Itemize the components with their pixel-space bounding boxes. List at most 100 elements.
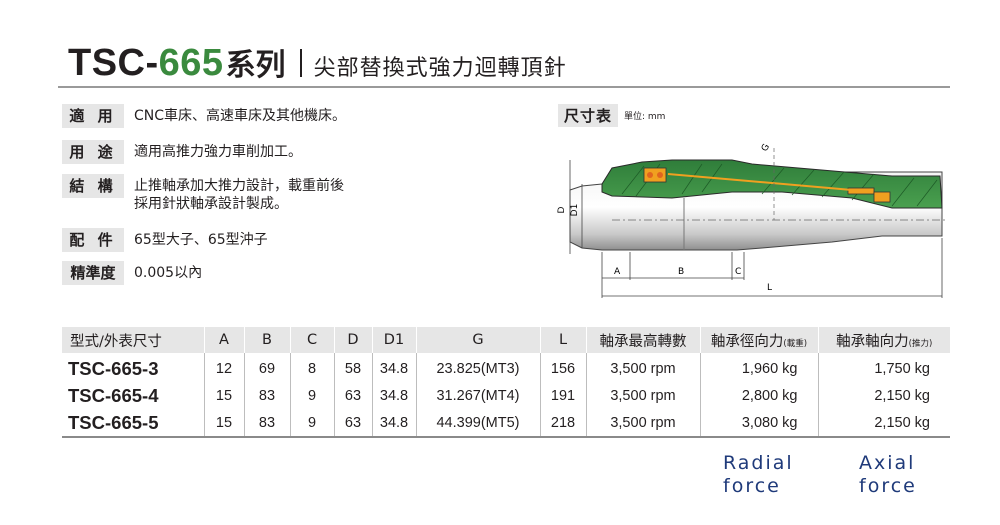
model-prefix: TSC- (68, 42, 159, 84)
cell-radial: 3,080 kg (699, 409, 818, 438)
header-speed: 軸承最高轉數 (585, 327, 700, 353)
table-row: TSC-665-3 12 69 8 58 34.8 23.825(MT3) 15… (62, 353, 950, 382)
cell-c: 9 (289, 409, 334, 438)
cell-g: 31.267(MT4) (415, 382, 540, 409)
cell-radial: 2,800 kg (699, 382, 818, 409)
spec-line: 65型大子、65型沖子 (134, 232, 268, 248)
bearing-shaft (667, 173, 853, 191)
dimension-label: 尺寸表 (558, 103, 619, 127)
g-callout: G (760, 142, 772, 153)
table-row: TSC-665-5 15 83 9 63 34.8 44.399(MT5) 21… (62, 409, 950, 438)
cell-model: TSC-665-4 (68, 384, 159, 406)
cell-a: 12 (203, 353, 244, 382)
cell-axial: 2,150 kg (817, 409, 950, 438)
spec-label: 配 件 (62, 228, 124, 252)
header-axial-note: (推力) (908, 338, 933, 349)
spec-value: 適用高推力強力車削加工。 (134, 140, 302, 161)
note-line: force (723, 475, 781, 497)
header-radial-note: (載重) (783, 338, 808, 349)
spec-label: 結 構 (62, 174, 124, 198)
cell-radial: 1,960 kg (699, 353, 818, 382)
spec-value: CNC車床、高速車床及其他機床。 (134, 104, 346, 125)
cell-l: 156 (539, 353, 586, 382)
section-hatching (621, 163, 938, 207)
note-line: force (859, 475, 917, 497)
header-axial: 軸承軸向力(推力) (817, 327, 950, 353)
cell-d1: 34.8 (371, 353, 416, 382)
header-d: D (333, 327, 372, 353)
cell-b: 69 (243, 353, 290, 382)
radial-force-note: Radial force (723, 452, 794, 498)
d1-callout: D1 (570, 204, 580, 217)
spec-label: 適 用 (62, 104, 124, 128)
thrust-bearing (873, 191, 891, 203)
header-radial-label: 軸承徑向力 (710, 333, 784, 350)
spec-row-accessories: 配 件 65型大子、65型沖子 (62, 228, 268, 252)
cell-speed: 3,500 rpm (585, 353, 700, 382)
header-g: G (415, 327, 540, 353)
header-radial: 軸承徑向力(載重) (699, 327, 818, 353)
spec-line: 止推軸承加大推力設計，載重前後 (134, 178, 344, 194)
header-a: A (203, 327, 244, 353)
rear-bearing (847, 187, 875, 195)
spec-label: 精準度 (62, 261, 124, 285)
header-d1: D1 (371, 327, 416, 353)
cell-speed: 3,500 rpm (585, 382, 700, 409)
spec-row-application: 適 用 CNC車床、高速車床及其他機床。 (62, 104, 346, 128)
cell-d: 63 (333, 382, 372, 409)
spec-line: 適用高推力強力車削加工。 (134, 144, 302, 160)
d-callout: D (557, 206, 567, 213)
header-b: B (243, 327, 290, 353)
cell-axial: 2,150 kg (817, 382, 950, 409)
cell-b: 83 (243, 382, 290, 409)
dimension-unit: 單位: mm (624, 111, 666, 122)
cell-a: 15 (203, 409, 244, 438)
cell-g: 44.399(MT5) (415, 409, 540, 438)
cell-d1: 34.8 (371, 382, 416, 409)
cell-axial: 1,750 kg (817, 353, 950, 382)
subtitle: 尖部替換式強力迴轉頂針 (313, 56, 567, 81)
a-callout: A (614, 267, 621, 277)
axial-force-note: Axial force (859, 452, 917, 498)
front-bearing (643, 167, 667, 183)
table-row: TSC-665-4 15 83 9 63 34.8 31.267(MT4) 19… (62, 382, 950, 409)
note-line: Radial (723, 452, 794, 474)
live-center-drawing: D D1 G A B C L (557, 142, 947, 298)
cell-speed: 3,500 rpm (585, 409, 700, 438)
cell-d1: 34.8 (371, 409, 416, 438)
header-l: L (539, 327, 586, 353)
spec-line: CNC車床、高速車床及其他機床。 (134, 108, 347, 124)
c-callout: C (735, 267, 741, 277)
dimension-header: 尺寸表 單位: mm (558, 103, 666, 127)
header-c: C (289, 327, 334, 353)
series-label: 系列 (225, 48, 286, 83)
spec-row-accuracy: 精準度 0.005以內 (62, 261, 202, 285)
spec-value: 65型大子、65型沖子 (134, 228, 268, 249)
bottom-dimension-lines (601, 238, 943, 298)
bearing-ball (647, 172, 653, 178)
cell-g: 23.825(MT3) (415, 353, 540, 382)
table-header-row: 型式/外表尺寸 A B C D D1 G L 軸承最高轉數 軸承徑向力(載重) … (62, 327, 950, 353)
model-number: 665 (158, 42, 224, 84)
cell-d: 63 (333, 409, 372, 438)
header-axial-label: 軸承軸向力 (836, 333, 909, 350)
cell-a: 15 (203, 382, 244, 409)
spec-value: 0.005以內 (134, 261, 202, 282)
spec-row-purpose: 用 途 適用高推力強力車削加工。 (62, 140, 302, 164)
spec-value: 止推軸承加大推力設計，載重前後 採用針狀軸承設計製成。 (134, 174, 344, 213)
spec-label: 用 途 (62, 140, 124, 164)
note-line: Axial (859, 452, 916, 474)
cell-model: TSC-665-5 (62, 409, 204, 438)
spec-row-structure: 結 構 止推軸承加大推力設計，載重前後 採用針狀軸承設計製成。 (62, 174, 344, 212)
model-name: TSC-665 (68, 42, 224, 84)
cell-l: 191 (539, 382, 586, 409)
cell-d: 58 (333, 353, 372, 382)
cell-c: 8 (289, 353, 334, 382)
bearing-ball (657, 172, 663, 178)
title-divider (299, 49, 302, 77)
cell-l: 218 (539, 409, 586, 438)
spec-line: 採用針狀軸承設計製成。 (134, 196, 288, 212)
b-callout: B (678, 267, 684, 277)
l-callout: L (767, 283, 772, 293)
title-rule (58, 86, 950, 88)
